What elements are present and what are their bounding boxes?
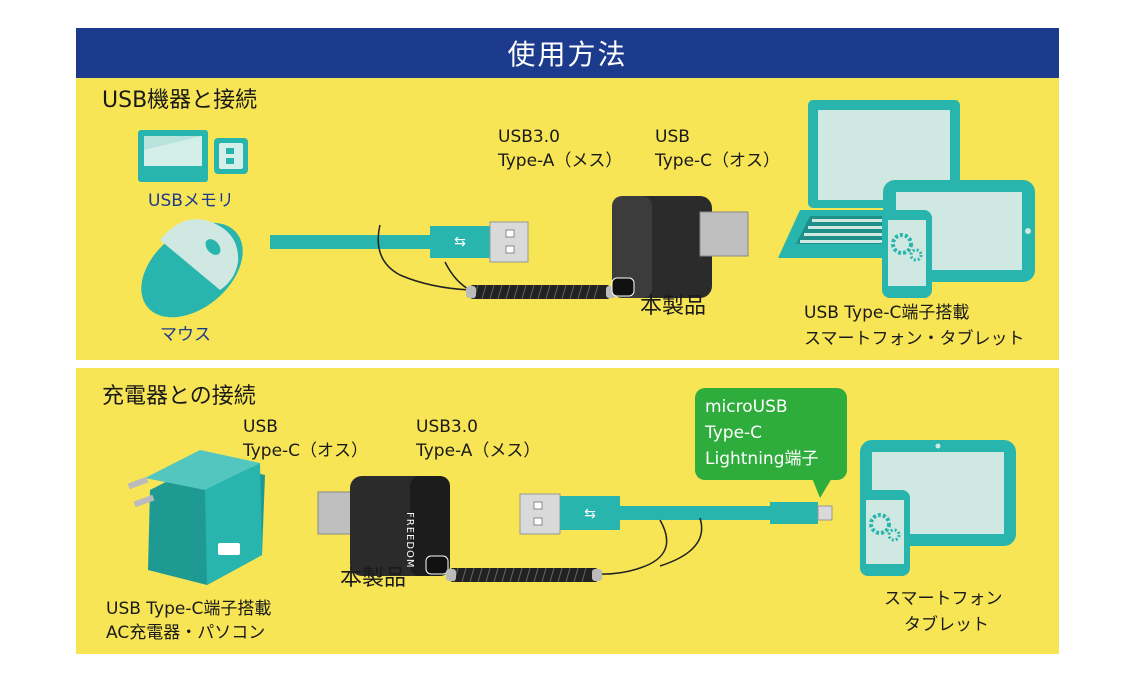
port-c2-line2: Type-C（オス） (243, 441, 369, 461)
svg-text:⇆: ⇆ (454, 234, 466, 250)
section1-title: USB機器と接続 (102, 88, 258, 113)
product-adapter-2 (317, 476, 450, 576)
section2-title: 充電器との接続 (102, 384, 256, 409)
port-c2-line1: USB (243, 417, 278, 437)
bubble-line2: Type-C (705, 423, 763, 443)
charger-line2: AC充電器・パソコン (106, 623, 266, 643)
port-a-line1: USB3.0 (498, 127, 560, 147)
usb-memory-icon (138, 130, 248, 182)
port-a2-line2: Type-A（メス） (416, 441, 541, 461)
port-c-line2: Type-C（オス） (655, 151, 781, 171)
port-a-line2: Type-A（メス） (498, 151, 623, 171)
product-adapter-1 (611, 196, 749, 298)
cable-section1: ⇆ (270, 221, 616, 300)
brand-mark: FREEDOM (404, 512, 415, 569)
svg-text:⇆: ⇆ (584, 506, 596, 522)
smartphone-icon (882, 210, 932, 298)
product-label-1: 本製品 (640, 294, 707, 319)
phone-line2: タブレット (904, 615, 989, 635)
cable-section2: ⇆ (446, 493, 833, 583)
phone-line1: スマートフォン (884, 589, 1003, 609)
smartphone-icon-2 (860, 490, 910, 576)
mouse-icon (141, 219, 243, 318)
bubble-line3: Lightning端子 (705, 449, 819, 469)
port-a2-line1: USB3.0 (416, 417, 478, 437)
page-title: 使用方法 (507, 38, 628, 71)
mouse-label: マウス (160, 325, 211, 345)
charger-icon (127, 450, 265, 585)
usb-memory-label: USBメモリ (148, 191, 234, 211)
bubble-line1: microUSB (705, 397, 788, 417)
device-line2: スマートフォン・タブレット (804, 329, 1025, 349)
header-bar: 使用方法 (76, 28, 1059, 78)
charger-line1: USB Type-C端子搭載 (106, 599, 272, 619)
bubble-tail (812, 478, 832, 498)
connector-bubble: microUSB Type-C Lightning端子 (695, 388, 847, 480)
device-line1: USB Type-C端子搭載 (804, 303, 970, 323)
port-c-line1: USB (655, 127, 690, 147)
product-label-2: 本製品 (340, 566, 407, 591)
